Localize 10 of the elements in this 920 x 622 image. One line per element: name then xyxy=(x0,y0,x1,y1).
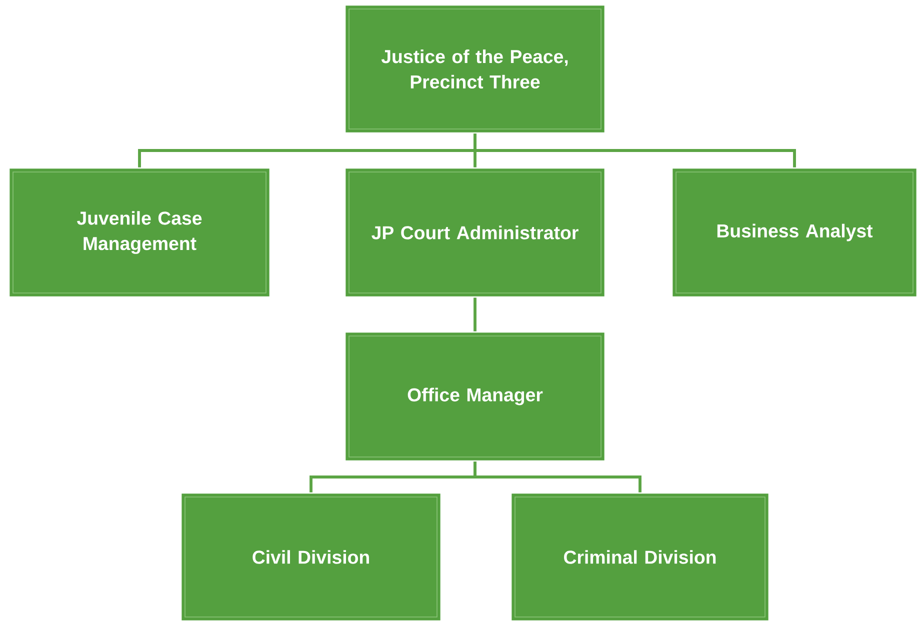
connector-line xyxy=(474,134,796,168)
org-box: Juvenile Case Management xyxy=(8,167,271,298)
connector-line xyxy=(474,298,476,332)
org-box: Justice of the Peace, Precinct Three xyxy=(344,4,606,134)
org-box: JP Court Administrator xyxy=(344,167,606,298)
org-box: Criminal Division xyxy=(510,492,770,622)
org-box: Civil Division xyxy=(180,492,442,622)
org-box: Office Manager xyxy=(344,331,606,462)
org-box: Business Analyst xyxy=(671,167,918,298)
connector-line xyxy=(474,462,642,492)
